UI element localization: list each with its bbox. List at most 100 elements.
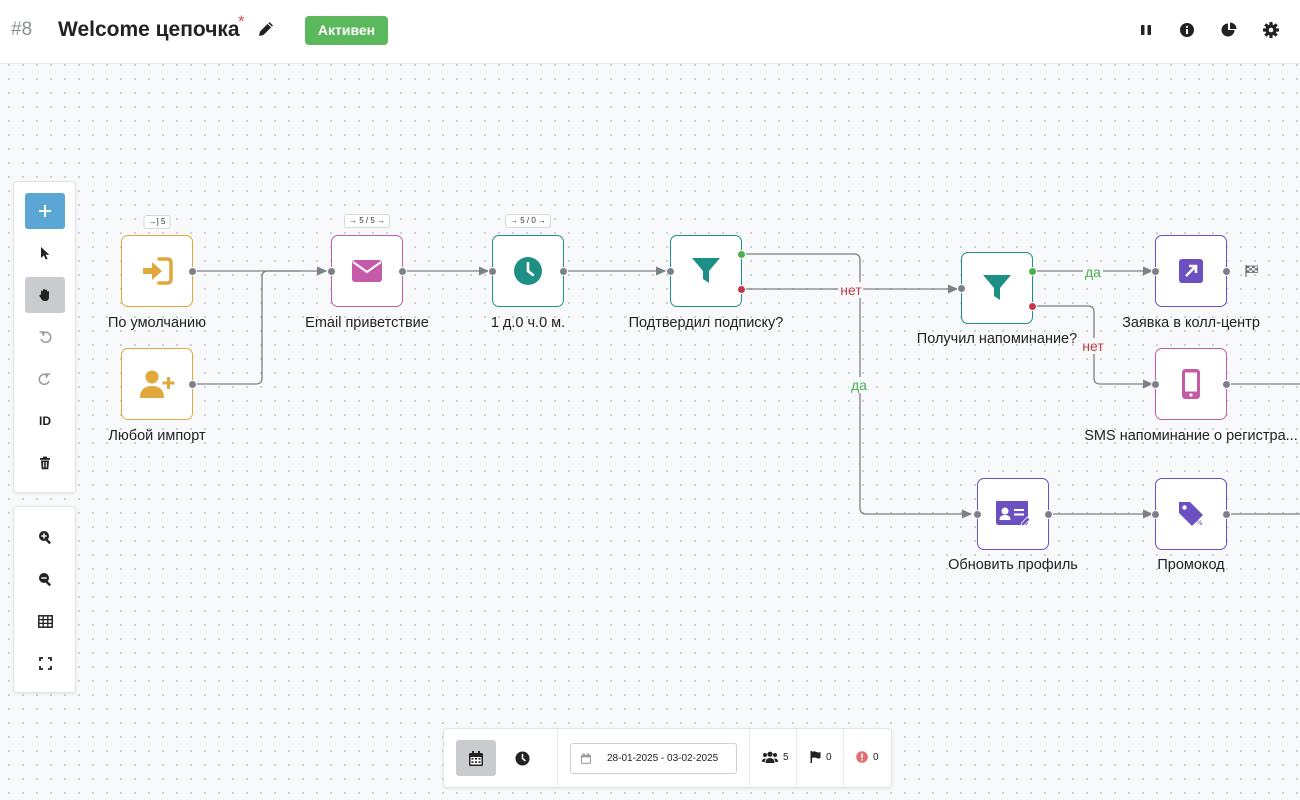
node-label: SMS напоминание о регистра...	[1084, 428, 1298, 444]
add-node-button[interactable]	[25, 193, 65, 229]
pause-icon[interactable]	[1136, 20, 1156, 40]
header: #8 Welcome цепочка * Активен	[0, 0, 1300, 64]
node-label: Email приветствие	[305, 315, 429, 331]
node-update-profile[interactable]	[973, 478, 1053, 550]
node-stat-badge: →] 5	[143, 215, 171, 229]
clock-icon	[515, 751, 529, 765]
output-port[interactable]	[398, 267, 407, 276]
node-label: Подтвердил подписку?	[628, 315, 784, 331]
edge-label-yes: да	[849, 377, 869, 393]
pencil-icon[interactable]	[256, 19, 276, 39]
edge-label-yes: да	[1083, 264, 1103, 280]
output-port[interactable]	[188, 267, 197, 276]
node-label: Заявка в колл-центр	[1122, 315, 1260, 331]
status-badge: Активен	[305, 16, 388, 45]
output-port[interactable]	[188, 380, 197, 389]
node-callcenter[interactable]	[1151, 235, 1231, 307]
id-card-icon	[996, 501, 1030, 527]
select-tool-button[interactable]	[25, 235, 65, 271]
edge-label-no: нет	[838, 282, 864, 298]
zoom-out-button[interactable]	[25, 561, 65, 597]
stats-bar: 28-01-2025 - 03-02-2025 5 0 0	[443, 728, 892, 788]
node-delay[interactable]	[488, 235, 568, 307]
info-icon[interactable]	[1177, 20, 1197, 40]
node-stat-badge: → 5 / 5 →	[343, 214, 391, 228]
pointer-icon	[41, 247, 50, 260]
undo-icon	[39, 331, 52, 344]
finish-flag-icon	[1245, 264, 1259, 282]
view-toolbar	[13, 506, 76, 693]
input-port[interactable]	[1151, 267, 1160, 276]
chart-pie-icon[interactable]	[1219, 20, 1239, 40]
svg-text:%: %	[1196, 519, 1203, 527]
divider	[557, 729, 558, 787]
output-port[interactable]	[1044, 510, 1053, 519]
user-plus-icon	[140, 370, 175, 398]
node-email[interactable]	[327, 235, 407, 307]
calendar-mode-button[interactable]	[456, 740, 496, 776]
output-port-no[interactable]	[737, 285, 746, 294]
output-port-yes[interactable]	[737, 250, 746, 259]
calendar-icon	[581, 753, 591, 764]
redo-button[interactable]	[25, 361, 65, 397]
input-port[interactable]	[666, 267, 675, 276]
output-port[interactable]	[1222, 267, 1231, 276]
node-sms[interactable]	[1151, 348, 1231, 420]
node-label: Любой импорт	[108, 428, 206, 444]
node-default-entry[interactable]	[121, 235, 197, 307]
input-port[interactable]	[488, 267, 497, 276]
output-port[interactable]	[559, 267, 568, 276]
delete-button[interactable]	[25, 445, 65, 481]
node-label: Получил напоминание?	[916, 331, 1078, 347]
date-range-input[interactable]: 28-01-2025 - 03-02-2025	[570, 743, 737, 774]
goals-stat: 0	[810, 751, 832, 763]
filter-icon	[983, 275, 1011, 300]
input-port[interactable]	[973, 510, 982, 519]
input-port[interactable]	[1151, 510, 1160, 519]
undo-button[interactable]	[25, 319, 65, 355]
node-stat-badge: → 5 / 0 →	[504, 214, 552, 228]
users-stat: 5	[762, 751, 789, 763]
redo-icon	[38, 373, 51, 386]
users-icon	[762, 751, 778, 763]
plus-icon	[39, 205, 51, 217]
realtime-mode-button[interactable]	[502, 740, 542, 776]
output-port[interactable]	[1222, 510, 1231, 519]
output-port[interactable]	[1222, 380, 1231, 389]
unsaved-marker: *	[238, 12, 245, 31]
node-label: 1 д.0 ч.0 м.	[490, 315, 566, 331]
zoom-in-button[interactable]	[25, 519, 65, 555]
hand-icon	[39, 289, 49, 301]
errors-stat: 0	[856, 751, 879, 763]
node-filter-reminder[interactable]	[957, 252, 1037, 324]
goals-count: 0	[826, 751, 832, 763]
date-range-value: 28-01-2025 - 03-02-2025	[607, 753, 719, 764]
show-id-button[interactable]: ID	[39, 414, 51, 428]
node-filter-confirmed[interactable]	[666, 235, 746, 307]
output-port-no[interactable]	[1028, 302, 1037, 311]
node-import-entry[interactable]	[121, 348, 197, 420]
zoom-out-icon	[38, 572, 51, 586]
node-promocode[interactable]: %	[1151, 478, 1231, 550]
sign-in-icon	[143, 257, 173, 285]
envelope-icon	[352, 260, 382, 282]
edge-import-email	[190, 270, 300, 385]
node-label: По умолчанию	[107, 315, 207, 331]
divider	[843, 729, 844, 787]
grid-icon	[37, 614, 53, 628]
trash-icon	[40, 456, 50, 470]
input-port[interactable]	[957, 284, 966, 293]
node-label: Обновить профиль	[948, 557, 1078, 573]
pan-tool-button[interactable]	[25, 277, 65, 313]
gear-icon[interactable]	[1261, 20, 1281, 40]
fullscreen-button[interactable]	[25, 645, 65, 681]
errors-count: 0	[873, 751, 879, 763]
input-port[interactable]	[327, 267, 336, 276]
filter-icon	[692, 258, 720, 283]
grid-button[interactable]	[25, 603, 65, 639]
input-port[interactable]	[1151, 380, 1160, 389]
output-port-yes[interactable]	[1028, 267, 1037, 276]
flag-icon	[810, 751, 821, 763]
edge-label-no: нет	[1080, 338, 1106, 354]
mobile-icon	[1182, 369, 1200, 399]
